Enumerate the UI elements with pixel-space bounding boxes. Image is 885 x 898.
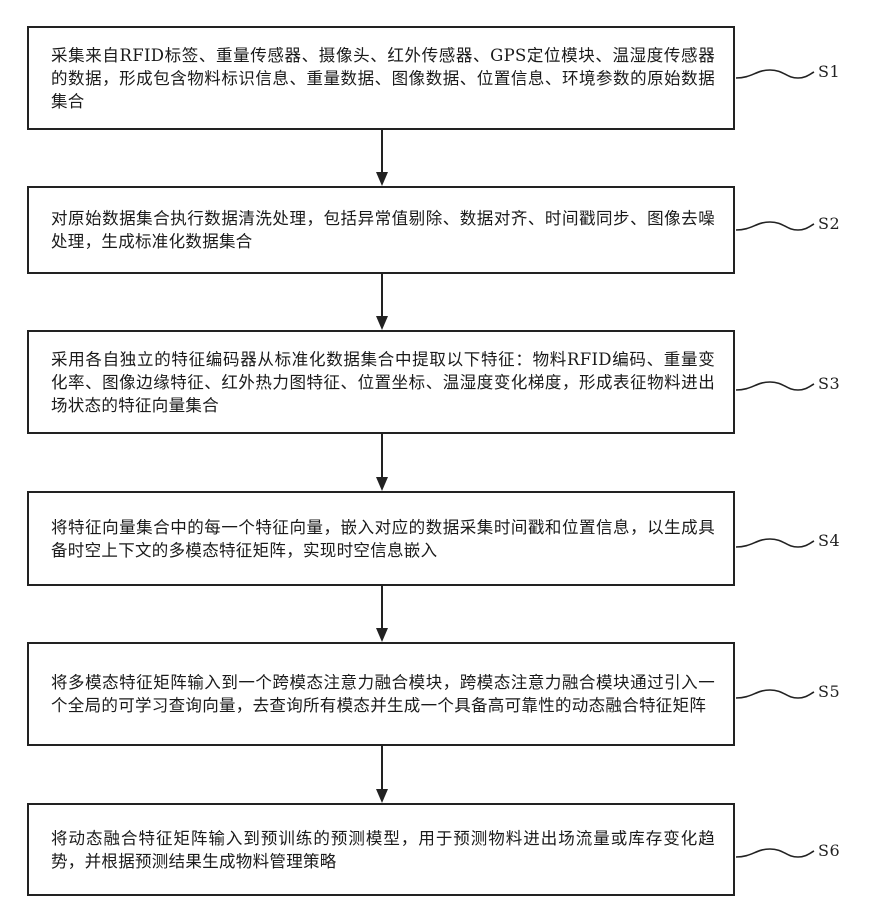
arrow-s1-s2 [376,130,388,186]
step-label-s4: S4 [818,531,840,550]
step-box-s6: 将动态融合特征矩阵输入到预训练的预测模型，用于预测物料进出场流量或库存变化趋势，… [27,803,735,896]
leader-s1 [736,70,814,78]
arrow-s4-s5 [376,586,388,642]
leader-s2 [736,222,814,230]
leader-s3 [736,382,814,390]
arrow-s2-s3 [376,274,388,330]
step-label-s1: S1 [818,62,840,81]
step-box-s1: 采集来自RFID标签、重量传感器、摄像头、红外传感器、GPS定位模块、温湿度传感… [27,26,735,130]
step-label-s5: S5 [818,682,840,701]
leader-s5 [736,690,814,698]
step-text-s1: 采集来自RFID标签、重量传感器、摄像头、红外传感器、GPS定位模块、温湿度传感… [51,44,715,113]
step-box-s4: 将特征向量集合中的每一个特征向量，嵌入对应的数据采集时间戳和位置信息，以生成具备… [27,491,735,586]
step-box-s3: 采用各自独立的特征编码器从标准化数据集合中提取以下特征：物料RFID编码、重量变… [27,330,735,434]
step-text-s2: 对原始数据集合执行数据清洗处理，包括异常值剔除、数据对齐、时间戳同步、图像去噪处… [51,207,715,253]
arrow-s3-s4 [376,434,388,491]
step-box-s5: 将多模态特征矩阵输入到一个跨模态注意力融合模块，跨模态注意力融合模块通过引入一个… [27,642,735,746]
step-text-s5: 将多模态特征矩阵输入到一个跨模态注意力融合模块，跨模态注意力融合模块通过引入一个… [51,671,715,717]
step-label-s6: S6 [818,841,840,860]
arrow-s5-s6 [376,746,388,803]
step-text-s4: 将特征向量集合中的每一个特征向量，嵌入对应的数据采集时间戳和位置信息，以生成具备… [51,516,715,562]
step-label-s3: S3 [818,374,840,393]
leader-s4 [736,539,814,547]
step-text-s6: 将动态融合特征矩阵输入到预训练的预测模型，用于预测物料进出场流量或库存变化趋势，… [51,827,715,873]
step-text-s3: 采用各自独立的特征编码器从标准化数据集合中提取以下特征：物料RFID编码、重量变… [51,348,715,417]
leader-s6 [736,849,814,857]
step-box-s2: 对原始数据集合执行数据清洗处理，包括异常值剔除、数据对齐、时间戳同步、图像去噪处… [27,186,735,274]
step-label-s2: S2 [818,214,840,233]
